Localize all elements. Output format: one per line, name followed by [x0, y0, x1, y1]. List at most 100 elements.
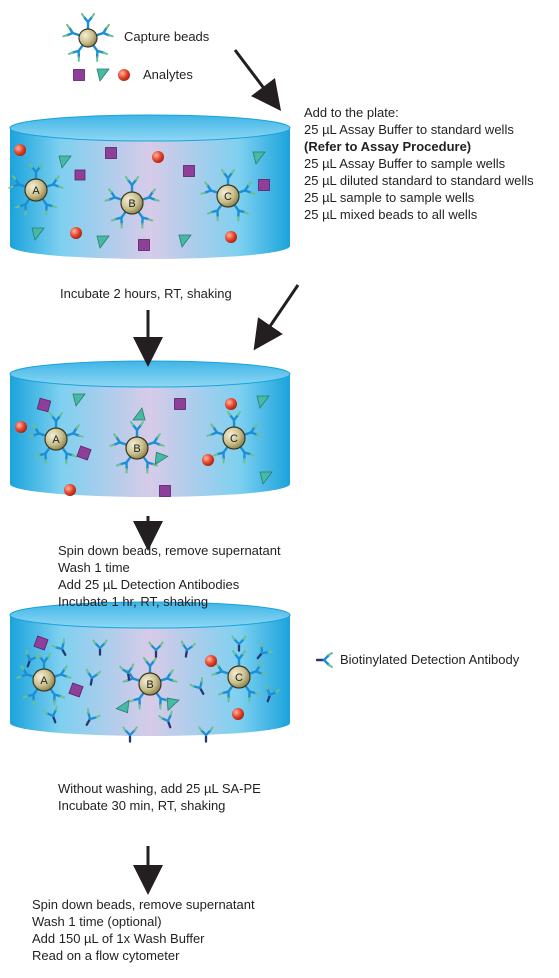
capture-antibody-icon: [41, 197, 58, 216]
antibody-arm: [68, 26, 74, 35]
bead-body: [222, 426, 246, 450]
capture-antibody-icon: [137, 210, 154, 229]
antibody-arm: [146, 461, 149, 471]
antibody-arm: [90, 673, 99, 680]
antibody-tip: [68, 51, 74, 55]
antibody-arm: [248, 690, 251, 700]
well-rim: [9, 360, 291, 388]
analyte-square-icon: [74, 169, 86, 181]
bead-body: [120, 191, 144, 215]
antibody-tip: [128, 699, 135, 703]
analyte-square-icon: [33, 635, 49, 651]
antibody-arm: [59, 673, 69, 678]
capture-antibody-icon: [211, 662, 230, 676]
antibody-tip: [20, 665, 25, 671]
capture-antibody-icon: [95, 23, 114, 38]
antibody-tip: [204, 181, 209, 187]
detection-antibody-icon: [25, 649, 40, 668]
bead-b: B: [122, 657, 178, 710]
antibody-tip: [54, 705, 58, 711]
antibody-tip: [103, 639, 108, 645]
analyte-square-icon: [76, 445, 92, 461]
antibody-arm: [148, 659, 156, 668]
step5-line: Spin down beads, remove supernatant: [32, 897, 255, 912]
bead-body: [32, 668, 56, 692]
antibody-arm: [254, 670, 264, 675]
antibody-tip: [217, 692, 224, 696]
step3-line: Wash 1 time: [58, 560, 130, 575]
antibody-tip: [172, 679, 178, 683]
capture-antibody-icon: [227, 411, 241, 429]
capture-antibody-icon: [143, 657, 157, 675]
step1-line: 25 µL mixed beads to all wells: [304, 207, 478, 222]
antibody-arm: [237, 652, 245, 661]
step3-line: Incubate 1 hr, RT, shaking: [58, 594, 209, 609]
capture-antibody-icon: [68, 44, 84, 62]
capture-antibody-icon: [53, 665, 72, 679]
detection-antibody-icon: [256, 641, 273, 660]
antibody-tip: [256, 433, 262, 437]
capture-antibody-icon: [243, 423, 262, 437]
antibody-arm: [217, 664, 224, 673]
antibody-tip: [55, 175, 60, 181]
antibody-tip: [75, 424, 80, 430]
antibody-arm: [260, 651, 270, 655]
antibody-arm: [98, 642, 106, 650]
antibody-tip: [78, 434, 84, 438]
bead-body: [44, 427, 68, 451]
antibody-tip: [211, 672, 217, 676]
capture-antibody-icon: [141, 188, 160, 202]
legend-capture-beads-label: Capture beads: [124, 29, 210, 44]
analyte-square-icon: [73, 69, 85, 81]
capture-antibody-icon: [130, 421, 144, 439]
analyte-triangle-icon: [115, 699, 130, 714]
antibody-tip: [210, 423, 215, 429]
analyte-square-icon: [159, 485, 171, 497]
antibody-tip: [275, 689, 280, 694]
antibody-tip: [243, 211, 250, 215]
antibody-tip: [200, 191, 206, 195]
analyte-triangle-icon: [154, 451, 169, 466]
step1-line-note: (Refer to Assay Procedure): [304, 139, 472, 154]
antibody-arm: [249, 431, 259, 436]
bead-c: C: [200, 169, 256, 222]
well-rim: [9, 601, 291, 629]
antibody-tip: [62, 638, 65, 644]
step1-line: 25 µL Assay Buffer to sample wells: [304, 156, 506, 171]
antibody-arm: [54, 414, 62, 423]
analyte-square-icon: [105, 147, 117, 159]
analyte-square-icon: [183, 165, 195, 177]
antibody-tip: [143, 657, 147, 662]
bead-label: A: [52, 434, 60, 446]
antibody-arm: [22, 667, 29, 676]
capture-antibody-icon: [65, 424, 84, 438]
analyte-triangle-icon: [58, 155, 72, 169]
step4-line: Without washing, add 25 µL SA-PE: [58, 781, 261, 796]
capture-antibody-icon: [49, 687, 66, 706]
antibody-arm: [45, 203, 48, 213]
antibody-tip: [154, 198, 160, 202]
antibody-arm: [221, 690, 230, 695]
antibody-tip: [104, 198, 110, 202]
antibody-arm: [95, 49, 99, 59]
antibody-arm: [26, 693, 35, 698]
bead-body: [138, 672, 162, 696]
step1-instructions: Add to the plate: 25 µL Assay Buffer to …: [304, 104, 534, 223]
flow-arrow-1: [233, 49, 282, 111]
analyte-triangle-icon: [178, 234, 192, 248]
antibody-arm: [198, 680, 203, 690]
antibody-tip: [44, 458, 47, 465]
antibody-tip: [180, 640, 185, 646]
antibody-arm: [159, 697, 162, 707]
capture-antibody-icon: [146, 433, 165, 447]
antibody-arm: [226, 171, 234, 180]
antibody-tip: [159, 703, 162, 710]
antibody-tip: [232, 650, 236, 655]
antibody-arm: [71, 49, 80, 54]
antibody-tip: [122, 726, 127, 732]
analyte-triangle-icon: [259, 471, 273, 485]
antibody-tip: [191, 642, 196, 648]
antibody-tip: [25, 649, 29, 655]
antibody-arm: [53, 693, 56, 703]
